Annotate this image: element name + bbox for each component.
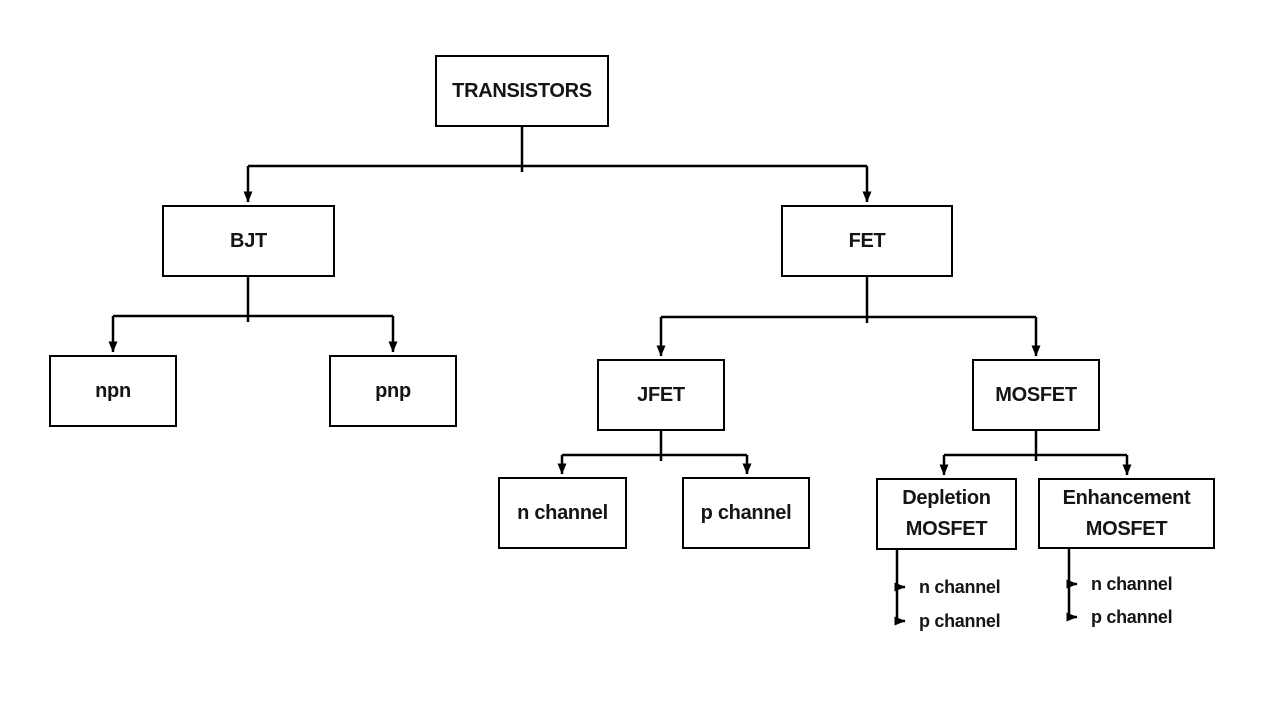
- node-pnp: pnp: [329, 355, 457, 427]
- node-enhancement-mosfet: Enhancement MOSFET: [1038, 478, 1215, 549]
- node-fet: FET: [781, 205, 953, 277]
- leaf-enhancement-n-channel: n channel: [1091, 574, 1173, 594]
- node-depletion-mosfet: Depletion MOSFET: [876, 478, 1017, 550]
- node-bjt: BJT: [162, 205, 335, 277]
- node-jfet-p-channel: p channel: [682, 477, 810, 549]
- node-jfet: JFET: [597, 359, 725, 431]
- node-mosfet: MOSFET: [972, 359, 1100, 431]
- leaf-depletion-n-channel: n channel: [919, 577, 1001, 597]
- node-transistors: TRANSISTORS: [435, 55, 609, 127]
- leaf-enhancement-p-channel: p channel: [1091, 607, 1173, 627]
- leaf-depletion-p-channel: p channel: [919, 611, 1001, 631]
- node-npn: npn: [49, 355, 177, 427]
- node-jfet-n-channel: n channel: [498, 477, 627, 549]
